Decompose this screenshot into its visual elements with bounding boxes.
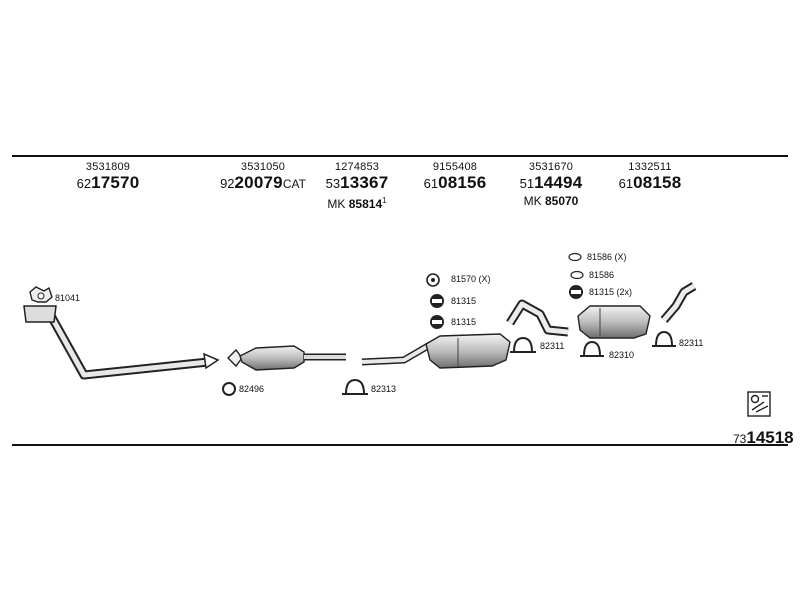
ring-icon[interactable] [222,382,236,396]
front-pipe[interactable] [23,305,220,380]
middle-pipe[interactable] [361,342,430,366]
rubber-mount-icon[interactable] [430,315,444,329]
part-label: 82496 [239,384,265,394]
clamp-icon[interactable] [342,378,368,395]
part-label: 82311 [679,338,704,348]
part-code: 5313367 [325,173,389,192]
catalytic-converter[interactable] [227,345,346,371]
part-label: 81586 (X) [587,252,627,262]
part-label: 81315 (2x) [589,287,633,297]
part-header-tail-pipe[interactable]: 1332511 6108158 [595,160,705,193]
gasket-icon[interactable] [29,286,53,303]
original-number: 9155408 [432,161,478,173]
part-code: 6217570 [76,173,140,192]
part-label: 81315 [451,317,477,327]
original-number: 1274853 [334,161,380,173]
kit-icon[interactable] [747,391,771,417]
clamp-icon[interactable] [652,330,676,347]
part-code: 9220079CAT [220,173,306,192]
tail-pipe[interactable] [660,282,697,323]
rubber-mount-icon[interactable] [569,285,583,299]
clamp-icon[interactable] [580,340,604,357]
part-header-middle-pipe[interactable]: 1274853 5313367 MK 858141 [302,160,412,212]
clamp-icon[interactable] [510,336,536,353]
part-header-front-pipe[interactable]: 3531809 6217570 [53,160,163,193]
part-code: 6108158 [618,173,682,192]
part-label: 81570 (X) [451,274,491,284]
rear-silencer[interactable] [577,305,651,339]
kit-code[interactable]: 7314518 [733,428,794,447]
part-code: 6108156 [423,173,487,192]
front-silencer[interactable] [425,333,511,369]
hanger-icon[interactable] [426,273,440,287]
mk-number: MK 858141 [327,196,387,211]
top-divider [12,155,788,157]
rubber-mount-icon[interactable] [430,294,444,308]
part-label: 81315 [451,296,477,306]
part-label: 82313 [371,384,397,394]
part-label: 81586 [589,270,615,280]
original-number: 3531809 [85,161,131,173]
part-label: 82311 [540,341,565,351]
part-label: 82310 [609,350,635,360]
part-header-front-silencer[interactable]: 9155408 6108156 [400,160,510,193]
part-header-rear-silencer[interactable]: 3531670 5114494 MK 85070 [496,160,606,209]
bottom-divider [12,444,788,446]
hanger-icon[interactable] [570,270,584,280]
part-code: 5114494 [519,173,583,192]
original-number: 3531050 [240,161,286,173]
original-number: 3531670 [528,161,574,173]
intermediate-pipe[interactable] [506,299,569,337]
mk-number: MK 85070 [523,194,579,208]
original-number: 1332511 [628,161,672,173]
hanger-icon[interactable] [568,252,582,262]
part-header-catalyst[interactable]: 3531050 9220079CAT [203,160,323,193]
part-label: 81041 [55,293,81,303]
